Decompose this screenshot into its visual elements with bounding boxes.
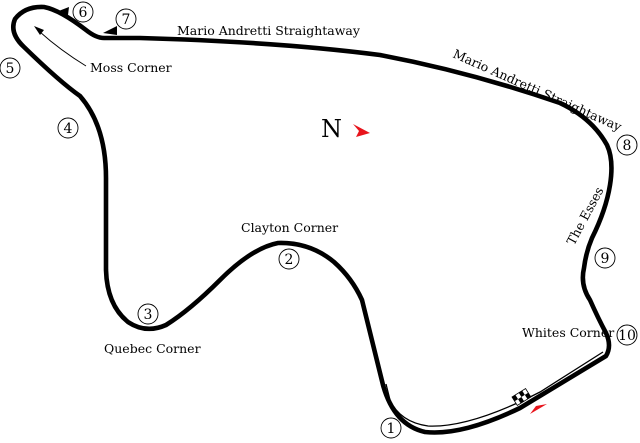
north-label: N [321,115,342,143]
turn-6-marker [56,7,69,15]
label-straight-right: Mario Andretti Straightaway [451,46,625,134]
turn-3-number: 3 [144,307,153,323]
turn-4-marker: 4 [57,117,79,139]
turn-8-number: 8 [623,138,632,154]
turn-10-number: 10 [618,328,636,344]
turn-2-marker: 2 [278,248,300,270]
turn-2-number: 2 [285,252,294,268]
turn-4-number: 4 [64,121,73,137]
turn-6-number: 6 [79,5,88,21]
turn-10-marker: 10 [616,324,638,346]
label-moss-corner: Moss Corner [90,60,172,75]
turn-9-number: 9 [601,251,610,267]
pit-lane [385,351,604,427]
turn-9-marker: 9 [594,247,616,269]
direction-arrow-icon [530,404,547,414]
turn-8-marker: 8 [616,134,638,156]
north-arrow-icon: N [321,115,370,143]
label-straight-top: Mario Andretti Straightaway [177,23,361,38]
label-whites-corner: Whites Corner [522,325,614,340]
turn-5-number: 5 [6,61,15,77]
turn-6-number-marker: 6 [72,1,94,23]
turn-1-marker: 1 [380,417,402,439]
turn-1-number: 1 [387,421,396,437]
checkered-flag-icon [511,387,532,407]
label-quebec-corner: Quebec Corner [104,341,201,356]
turn-5-marker: 5 [0,57,21,79]
turn-7-number-marker: 7 [115,8,137,30]
moss-corner-pointer [34,26,87,67]
turn-7-number: 7 [122,12,131,28]
turn-7-marker [103,26,117,35]
race-track [11,4,614,435]
turn-3-marker: 3 [137,303,159,325]
label-clayton-corner: Clayton Corner [241,220,338,235]
